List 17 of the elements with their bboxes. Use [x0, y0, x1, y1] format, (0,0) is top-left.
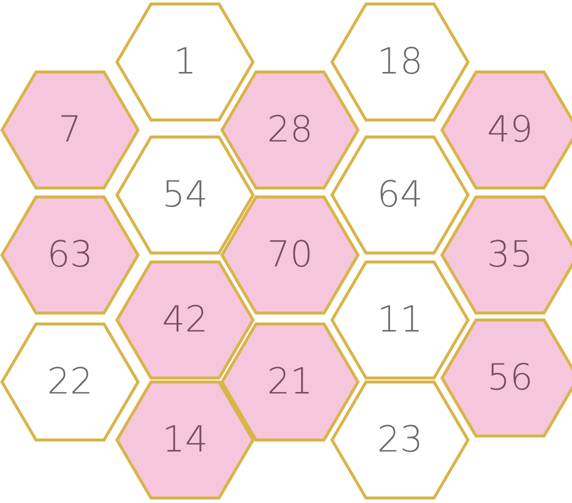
number-label: 49	[487, 110, 533, 150]
number-label: 63	[47, 234, 93, 276]
number-label: 18	[377, 42, 423, 82]
number-label: 56	[487, 358, 533, 398]
number-label: 64	[377, 174, 423, 216]
number-label: 70	[267, 234, 313, 276]
number-label: 14	[162, 420, 208, 460]
number-label: 42	[162, 300, 208, 340]
number-label: 23	[377, 420, 423, 460]
number-label: 7	[58, 110, 82, 150]
number-label: 35	[487, 234, 533, 276]
number-label: 1	[174, 42, 196, 82]
number-label: 21	[267, 362, 313, 402]
number-label: 22	[47, 362, 93, 402]
number-label: 28	[267, 110, 313, 150]
number-label: 54	[162, 174, 208, 216]
number-label: 11	[377, 300, 423, 340]
